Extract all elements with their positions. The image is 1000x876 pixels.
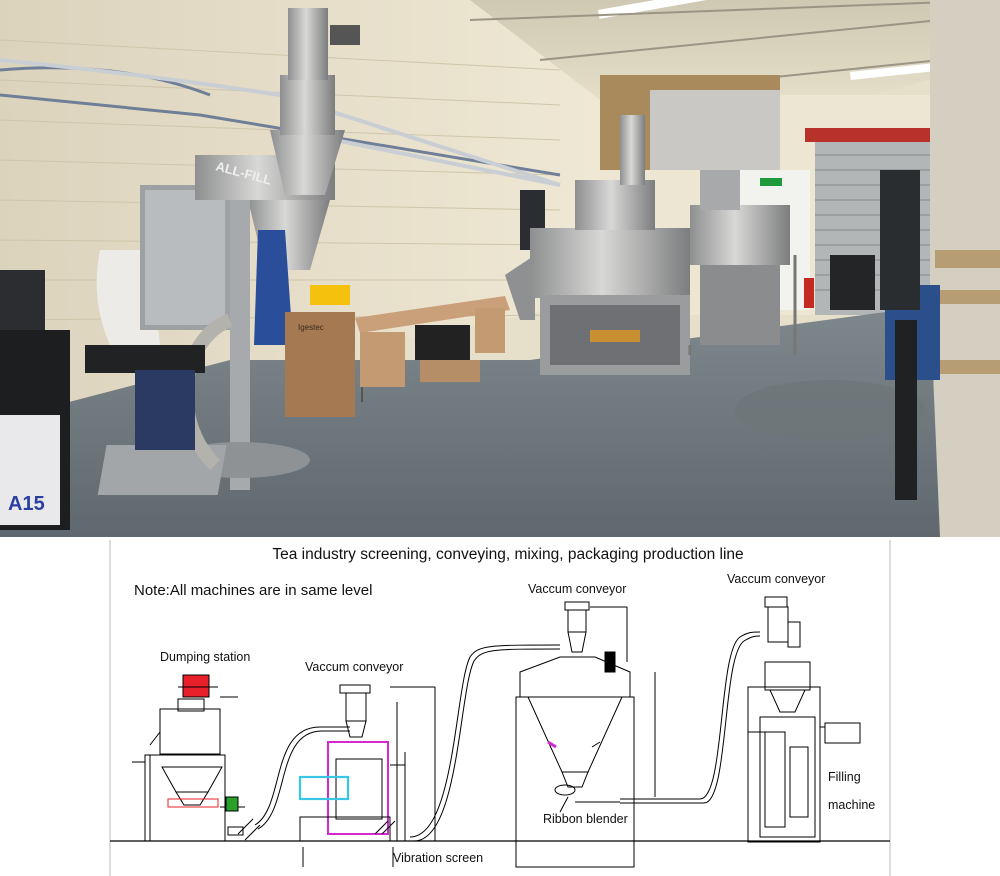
conveying-pipe	[409, 644, 561, 838]
label-machine: machine	[828, 798, 875, 812]
conveying-pipe	[254, 726, 350, 826]
diagram-title: Tea industry screening, conveying, mixin…	[272, 546, 743, 563]
bench-sign: A15	[8, 493, 45, 515]
label-vaccum-conveyor-3: Vaccum conveyor	[727, 572, 825, 586]
diagram-note: Note:All machines are in same level	[134, 582, 372, 599]
factory-photo: A15 ALL-FILL Igestec	[0, 0, 1000, 537]
ribbon-blender-drawing	[515, 601, 656, 868]
auger-filler: ALL-FILL	[85, 8, 360, 495]
label-vibration-screen: Vibration screen	[393, 851, 483, 865]
conveying-pipe	[620, 631, 761, 800]
ceiling-light	[850, 61, 951, 80]
pallet-stack	[930, 0, 1000, 537]
label-dumping-station: Dumping station	[160, 650, 250, 664]
label-vaccum-conveyor-2: Vaccum conveyor	[528, 582, 626, 596]
label-ribbon-blender: Ribbon blender	[543, 812, 628, 826]
process-diagram: Tea industry screening, conveying, mixin…	[0, 537, 1000, 876]
vibration-screen	[688, 170, 797, 355]
ribbon-blender	[505, 115, 690, 375]
vibration-screen-drawing	[298, 684, 436, 867]
filling-machine-drawing	[747, 596, 861, 843]
cardboard-box	[285, 312, 355, 417]
dumping-station-drawing	[132, 674, 261, 842]
box-label: Igestec	[298, 323, 324, 332]
label-vaccum-conveyor-1: Vaccum conveyor	[305, 660, 403, 674]
label-filling: Filling	[828, 770, 861, 784]
ceiling-light	[598, 0, 736, 19]
wooden-desk	[355, 296, 510, 402]
